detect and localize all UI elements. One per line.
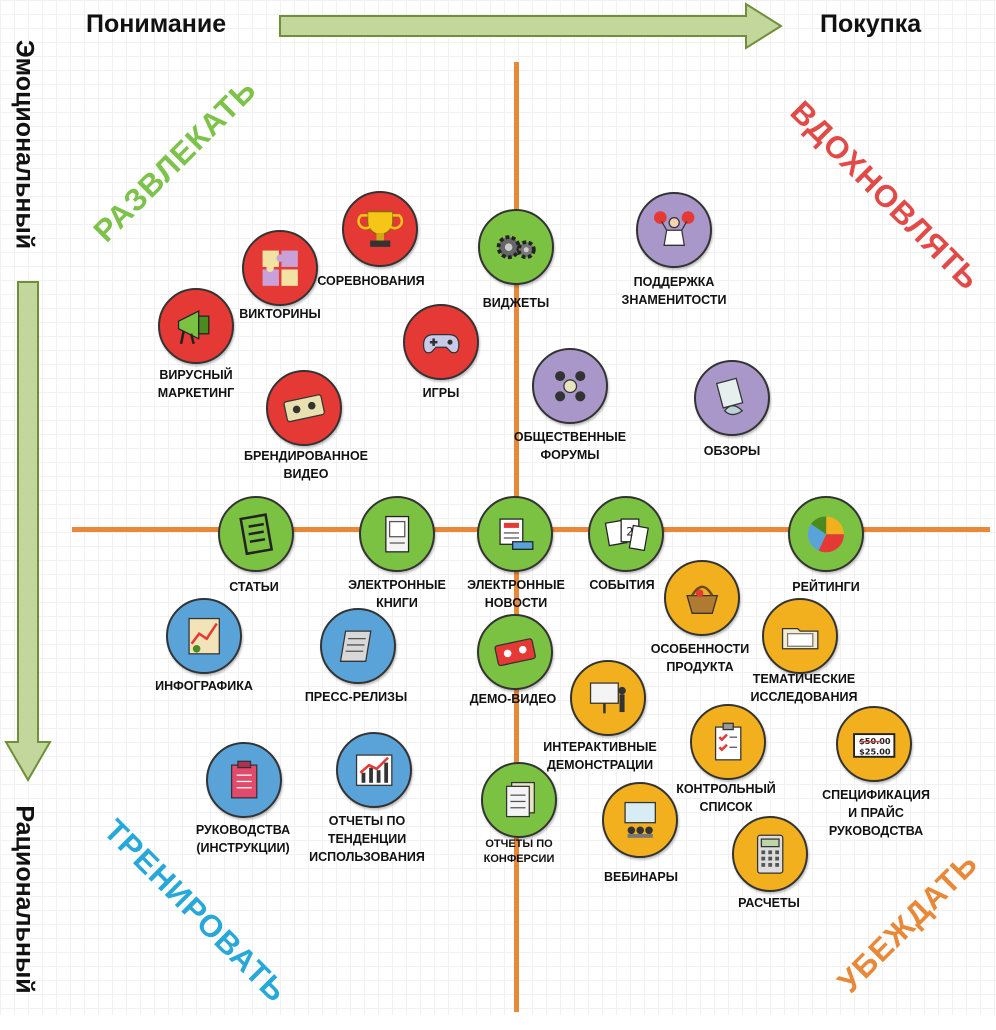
webinar-icon bbox=[602, 782, 678, 858]
label-webinars: ВЕБИНАРЫ bbox=[604, 870, 678, 884]
label-games: ИГРЫ bbox=[422, 386, 460, 400]
presentation-icon bbox=[570, 660, 646, 736]
trophy-icon bbox=[342, 191, 418, 267]
gamepad-icon bbox=[403, 304, 479, 380]
label-manuals: РУКОВОДСТВА(ИНСТРУКЦИИ) bbox=[195, 823, 291, 855]
ebook-icon bbox=[359, 496, 435, 572]
label-competitions: СОРЕВНОВАНИЯ bbox=[317, 274, 425, 288]
axis-label-rational: Рациональный bbox=[10, 805, 39, 994]
folder-icon bbox=[762, 598, 838, 674]
label-quizzes: ВИКТОРИНЫ bbox=[239, 307, 321, 321]
forum-people-icon bbox=[532, 348, 608, 424]
calculator-icon bbox=[732, 816, 808, 892]
arrow-right-icon bbox=[279, 2, 783, 50]
label-calculations: РАСЧЕТЫ bbox=[738, 896, 800, 910]
label-infographics: ИНФОГРАФИКА bbox=[155, 679, 253, 693]
price-tag-icon: $50.00$25.00 bbox=[836, 706, 912, 782]
axis-label-purchase: Покупка bbox=[820, 10, 922, 38]
documents-icon bbox=[481, 762, 557, 838]
video-tape-icon bbox=[266, 370, 342, 446]
calendar-icon: 2 bbox=[588, 496, 664, 572]
label-reviews: ОБЗОРЫ bbox=[703, 444, 761, 458]
axis-label-understanding: Понимание bbox=[86, 10, 227, 38]
svg-text:2: 2 bbox=[626, 524, 633, 538]
price-new: $25.00 bbox=[859, 746, 891, 756]
article-icon bbox=[218, 496, 294, 572]
basket-icon bbox=[664, 560, 740, 636]
manual-icon bbox=[206, 742, 282, 818]
megaphone-icon bbox=[158, 288, 234, 364]
puzzle-icon bbox=[242, 230, 318, 306]
gears-icon bbox=[478, 209, 554, 285]
label-articles: СТАТЬИ bbox=[229, 580, 279, 594]
pie-chart-icon bbox=[788, 496, 864, 572]
label-demo-video: ДЕМО-ВИДЕО bbox=[469, 692, 557, 706]
cheerleader-icon bbox=[636, 192, 712, 268]
video-tape-icon bbox=[477, 614, 553, 690]
trend-chart-icon bbox=[336, 732, 412, 808]
label-widgets: ВИДЖЕТЫ bbox=[482, 296, 550, 310]
checklist-icon bbox=[690, 704, 766, 780]
newsletter-icon bbox=[477, 496, 553, 572]
label-ratings: РЕЙТИНГИ bbox=[792, 580, 860, 594]
label-press-releases: ПРЕСС-РЕЛИЗЫ bbox=[304, 690, 408, 704]
arrow-down-icon bbox=[4, 281, 52, 782]
axis-label-emotional: Эмоциональный bbox=[10, 39, 39, 250]
review-icon bbox=[694, 360, 770, 436]
newspaper-icon bbox=[320, 608, 396, 684]
infographic-icon bbox=[166, 598, 242, 674]
label-events: СОБЫТИЯ bbox=[589, 578, 655, 592]
